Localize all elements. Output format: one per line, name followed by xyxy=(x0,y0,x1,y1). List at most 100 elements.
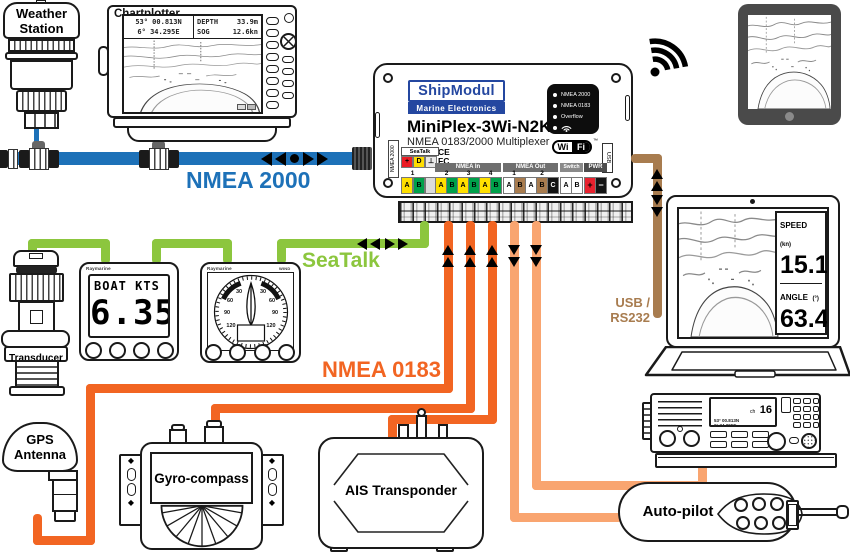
led-dot xyxy=(553,114,557,119)
usb-cable xyxy=(631,154,662,163)
vhf-mic-speaker xyxy=(801,433,817,449)
transducer-cap-slot xyxy=(29,253,43,259)
seatalk-cable xyxy=(420,221,429,248)
vhf-ch-label: ch xyxy=(750,409,756,415)
bracket-diamond: ◆ xyxy=(268,456,276,465)
map-scale xyxy=(247,104,256,110)
mounting-hole xyxy=(611,73,621,83)
brand-subtitle-bar: Marine Electronics xyxy=(408,102,505,114)
autopilot-button xyxy=(734,498,748,512)
led-label: NMEA 0183 xyxy=(561,102,591,109)
seatalk-cable xyxy=(152,239,232,248)
weather-station-base xyxy=(24,112,59,129)
nmea2000-label: NMEA 2000 xyxy=(186,167,311,193)
in-group-number: 1 xyxy=(410,170,415,177)
vhf-tray xyxy=(655,453,837,468)
input-arrow-icon xyxy=(442,245,454,255)
mounting-hole xyxy=(383,73,393,83)
nav-data-panel: SPEED (kn) 15.1 ANGLE (°) 63.4 xyxy=(775,211,827,335)
led-dot xyxy=(553,103,557,108)
vhf-key xyxy=(803,414,811,420)
in-group-number: 4 xyxy=(488,170,493,177)
vhf-key xyxy=(731,431,748,438)
wind-type-label: WIND xyxy=(279,266,291,271)
nmea0183-in-cable-2 xyxy=(211,404,220,424)
t-connector-cap xyxy=(168,150,179,168)
map-scale xyxy=(237,104,246,110)
switch-terminal: B xyxy=(571,177,583,194)
autopilot-label: Auto-pilot xyxy=(642,503,714,520)
softkey-button xyxy=(266,77,279,85)
n2k-plug xyxy=(352,147,372,170)
speed-label: SPEED xyxy=(780,221,808,230)
function-button xyxy=(282,56,294,63)
weather-station-vents xyxy=(8,39,75,52)
output-arrow-icon xyxy=(508,257,520,267)
autopilot-button xyxy=(770,497,784,511)
nmea0183-in-cable-1 xyxy=(444,221,453,393)
instrument-button xyxy=(278,344,295,361)
weather-station-cap: Weather Station xyxy=(3,2,80,39)
vhf-tray-line xyxy=(658,457,834,458)
function-button xyxy=(282,68,294,75)
dpad-control xyxy=(280,33,297,50)
mounting-hole xyxy=(611,178,621,188)
led-panel: NMEA 2000 NMEA 0183 Overflow xyxy=(547,84,599,134)
brand-text: Raymarine xyxy=(86,266,111,271)
vhf-mini-button xyxy=(677,426,683,432)
bracket-slot xyxy=(126,468,136,481)
seatalk-cable xyxy=(277,239,286,264)
led-dot xyxy=(553,125,557,130)
usb-side-label: USB xyxy=(602,143,613,173)
position-lat: 53° 00.813N xyxy=(135,18,182,26)
angle-unit: (°) xyxy=(812,296,819,302)
tablet-map xyxy=(748,16,831,109)
angle-value: 63.4 xyxy=(780,305,829,333)
input-arrow-icon xyxy=(464,257,476,267)
wind-scale-tick: 30 xyxy=(260,289,266,295)
usb-arrow-down-icon xyxy=(651,195,663,205)
vhf-position-line1: 53° 00.813N xyxy=(714,418,740,423)
usb-arrow-down-icon xyxy=(651,207,663,217)
softkey-button xyxy=(266,101,279,109)
vhf-knob xyxy=(683,430,700,447)
bus-terminator-knurl xyxy=(8,149,18,169)
nmea0183-out-cable-2 xyxy=(532,481,707,490)
weather-station-label: Weather Station xyxy=(15,5,68,36)
model-name: MiniPlex-3Wi-N2K xyxy=(407,117,552,136)
nmea-in-terminal: A xyxy=(401,177,413,194)
nmea-out-header: NMEA Out xyxy=(503,163,558,172)
gps-stem xyxy=(52,479,78,512)
autopilot-antenna-tip xyxy=(836,505,849,519)
nmea0183-in-cable-1 xyxy=(86,384,95,545)
power-button xyxy=(284,13,294,23)
seatalk-arrow-left-icon xyxy=(370,238,380,250)
nmea0183-in-cable-1 xyxy=(86,384,453,393)
usb-label-line2: RS232 xyxy=(610,310,650,325)
weather-station-body xyxy=(10,60,73,90)
side-slot xyxy=(625,95,630,121)
angle-label: ANGLE xyxy=(780,293,808,302)
n2k-side-label: NMEA 2000 xyxy=(388,140,399,178)
autopilot-button xyxy=(752,497,766,511)
vhf-key xyxy=(803,406,811,412)
bracket-diamond: ◆ xyxy=(127,456,135,465)
seatalk-cable xyxy=(152,239,161,264)
transducer-base xyxy=(9,386,65,396)
seatalk-arrow-right-icon xyxy=(385,238,395,250)
usb-arrow-up-icon xyxy=(651,181,663,191)
softkey-button xyxy=(266,53,279,61)
wifi-logo-wi: Wi xyxy=(554,142,572,152)
nmea0183-out-cable-1 xyxy=(510,221,519,522)
nmea0183-in-cable-3 xyxy=(488,221,497,424)
nmea0183-out-cable-1 xyxy=(510,513,622,522)
bus-arrow-left-icon xyxy=(275,152,286,166)
bus-arrow-left-icon xyxy=(261,152,272,166)
pwr-terminal: − xyxy=(595,177,607,194)
wifi-tm: ™ xyxy=(593,138,598,144)
wifi-logo: Wi Fi xyxy=(552,140,592,154)
depth-label: DEPTH xyxy=(197,18,219,26)
seatalk-cable xyxy=(101,239,110,264)
vhf-key xyxy=(793,398,801,404)
